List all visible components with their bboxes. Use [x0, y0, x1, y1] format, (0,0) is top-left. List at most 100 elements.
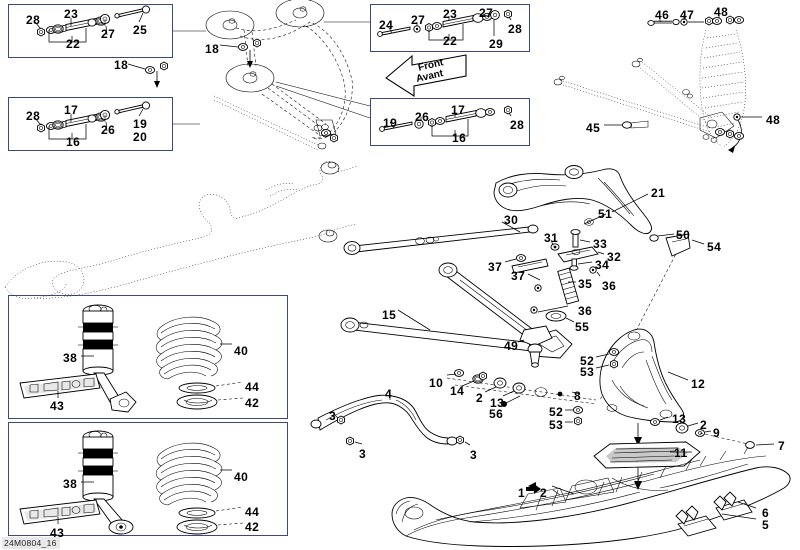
callout-23: 23 — [64, 7, 79, 21]
callout-38: 38 — [63, 351, 78, 365]
callout-38: 38 — [63, 477, 78, 491]
callout-56: 56 — [489, 407, 504, 421]
detail-box-lower-right-radius-rod — [370, 98, 530, 146]
callout-6: 6 — [762, 506, 770, 520]
callout-43: 43 — [50, 526, 65, 540]
callout-13: 13 — [672, 412, 687, 426]
callout-12: 12 — [691, 377, 706, 391]
upper-control-arm — [493, 165, 675, 242]
footrest-assembly-11 — [593, 416, 775, 490]
callout-40: 40 — [234, 344, 249, 358]
callout-26: 26 — [101, 123, 116, 137]
shock-mount-hardware — [504, 229, 705, 401]
callout-25: 25 — [133, 23, 148, 37]
callout-28: 28 — [510, 118, 525, 132]
callout-28: 28 — [26, 13, 41, 27]
sway-bar-rod-30 — [343, 221, 539, 255]
one-to-two-arrow-icon — [526, 484, 541, 494]
radius-rods-ghost — [213, 83, 338, 151]
callout-2: 2 — [540, 486, 548, 500]
steering-column-assembly — [553, 13, 762, 153]
callout-37: 37 — [511, 269, 526, 283]
callout-50: 50 — [676, 228, 691, 242]
lower-arm-hardware-string — [446, 369, 597, 426]
callout-51: 51 — [598, 207, 613, 221]
callout-3: 3 — [359, 447, 367, 461]
callout-52: 52 — [580, 354, 595, 368]
callout-48: 48 — [714, 5, 729, 19]
callout-47: 47 — [680, 8, 695, 22]
callout-27: 27 — [411, 13, 426, 27]
detail-box-upper-right-radius-rod — [370, 4, 530, 52]
callout-34: 34 — [595, 258, 610, 272]
callout-16: 16 — [66, 135, 81, 149]
callout-1: 1 — [518, 486, 526, 500]
callout-3: 3 — [470, 448, 478, 462]
callout-28: 28 — [508, 22, 523, 36]
callout-22: 22 — [443, 34, 458, 48]
callout-31: 31 — [544, 231, 559, 245]
callout-32: 32 — [607, 250, 622, 264]
detail-box-shock-lower — [8, 422, 288, 536]
shock-detail-upper — [19, 304, 244, 413]
callout-45: 45 — [586, 121, 601, 135]
callout-3: 3 — [329, 409, 337, 423]
callout-24: 24 — [379, 18, 394, 32]
callout-11: 11 — [674, 446, 688, 460]
coil-spring-upper — [155, 316, 223, 380]
callout-10: 10 — [429, 376, 444, 390]
detail-box-shock-upper — [8, 295, 288, 419]
callout-13: 13 — [490, 396, 505, 410]
diagram-footer-code: 24M0804_16 — [2, 537, 60, 549]
callout-37: 37 — [488, 260, 503, 274]
callout-44: 44 — [245, 380, 260, 394]
callout-23: 23 — [443, 7, 458, 21]
detail-lower-left-radius-rod-art — [34, 101, 151, 140]
callout-2: 2 — [700, 418, 708, 432]
callout-27: 27 — [101, 27, 116, 41]
coil-spring-lower — [155, 442, 223, 506]
callout-19: 19 — [133, 117, 148, 131]
callout-2: 2 — [476, 391, 484, 405]
shock-detail-lower — [19, 430, 244, 535]
upper-a-arm-ghost — [127, 0, 371, 140]
callout-14: 14 — [450, 384, 465, 398]
callout-55: 55 — [575, 320, 590, 334]
callout-53: 53 — [549, 418, 564, 432]
callout-42: 42 — [245, 396, 260, 410]
sway-bar-4 — [310, 394, 471, 446]
callout-52: 52 — [549, 405, 564, 419]
callout-19: 19 — [383, 116, 398, 130]
callout-5: 5 — [762, 518, 770, 532]
callout-46: 46 — [655, 8, 670, 22]
callout-36: 36 — [602, 279, 617, 293]
detail-box-lower-left-radius-rod — [8, 97, 173, 151]
callout-36: 36 — [578, 304, 593, 318]
callout-21: 21 — [651, 186, 666, 200]
callout-18: 18 — [114, 58, 129, 72]
detail-upper-left-radius-rod-art — [34, 5, 151, 43]
callout-4: 4 — [385, 387, 393, 401]
callout-33: 33 — [593, 237, 608, 251]
front-direction-marker: Front Avant — [384, 52, 468, 98]
callout-49: 49 — [504, 339, 519, 353]
chassis-outline-ghost — [4, 161, 359, 299]
callout-27: 27 — [479, 6, 494, 20]
callout-43: 43 — [50, 399, 65, 413]
callout-29: 29 — [489, 37, 504, 51]
callout-42: 42 — [245, 520, 260, 534]
callout-40: 40 — [234, 470, 249, 484]
callout-16: 16 — [452, 131, 467, 145]
callout-54: 54 — [707, 240, 722, 254]
callout-26: 26 — [415, 110, 430, 124]
callout-17: 17 — [64, 103, 79, 117]
detail-upper-right-radius-rod-art — [377, 9, 512, 41]
callout-44: 44 — [245, 505, 260, 519]
spindle-knuckle-12 — [595, 328, 689, 423]
callout-7: 7 — [778, 439, 786, 453]
ski-assembly — [391, 446, 791, 547]
callout-8: 8 — [574, 389, 582, 403]
callout-53: 53 — [580, 365, 595, 379]
